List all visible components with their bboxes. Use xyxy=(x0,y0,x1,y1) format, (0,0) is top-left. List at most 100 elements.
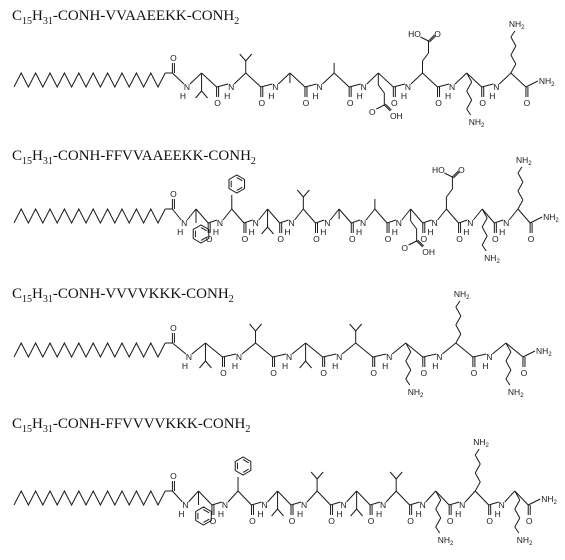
side-chain-bond xyxy=(261,226,268,235)
aromatic-bond xyxy=(242,459,249,464)
nitrogen-label: N xyxy=(272,82,278,92)
phenyl-ring xyxy=(192,224,210,244)
side-chain-bond xyxy=(410,220,418,230)
formula-sub: 31 xyxy=(42,16,53,27)
aromatic-bond xyxy=(242,468,249,473)
side-chain-bond xyxy=(481,208,488,219)
side-chain-bond xyxy=(271,508,278,517)
amide-bond xyxy=(279,219,289,224)
oxygen-label: O xyxy=(249,516,256,526)
oxygen-label: O xyxy=(214,98,221,108)
amide-bond xyxy=(172,490,183,503)
oxygen-label: O xyxy=(447,516,454,526)
nitrogen-label: N xyxy=(459,500,465,510)
hydroxyl-label: HO xyxy=(432,165,445,175)
side-chain-bond xyxy=(505,342,512,353)
nitrogen-label: N xyxy=(386,352,392,362)
hydrogen-label: H xyxy=(312,91,318,101)
amide-bond xyxy=(290,501,302,506)
hydrogen-label: H xyxy=(249,227,255,237)
side-chain-bond xyxy=(466,90,473,101)
bond xyxy=(255,342,273,358)
hydrogen-label: H xyxy=(428,227,434,237)
side-chain-bond xyxy=(316,471,324,480)
amide-bond xyxy=(172,208,182,221)
hydrogen-label: H xyxy=(224,91,230,101)
hydrogen-label: H xyxy=(392,227,398,237)
side-chain-bond xyxy=(422,52,429,62)
oxygen-label: O xyxy=(369,107,376,117)
hydrogen-label: H xyxy=(178,509,184,519)
hydrogen-label: H xyxy=(376,509,382,519)
bond xyxy=(205,342,223,358)
bond xyxy=(366,72,379,85)
amide-bond xyxy=(172,72,185,85)
bond xyxy=(466,72,483,88)
molecule-title: C15H31-CONH-VVAAEEKK-CONH2 xyxy=(12,8,239,27)
side-chain-bond xyxy=(455,324,462,335)
oxygen-label: O xyxy=(368,516,375,526)
nitrogen-label: N xyxy=(380,500,386,510)
bond xyxy=(374,208,388,224)
amine-label: NH2 xyxy=(543,212,559,224)
hydrogen-label: H xyxy=(257,509,263,519)
bond xyxy=(422,72,438,88)
bond xyxy=(233,72,247,85)
molecule-title: C15H31-CONH-VVVVKKK-CONH2 xyxy=(12,286,234,305)
bond xyxy=(241,342,256,355)
amide-bond xyxy=(472,353,487,358)
oxygen-label: O xyxy=(277,234,284,244)
formula-sub: 31 xyxy=(42,156,53,167)
side-chain-bond xyxy=(355,323,363,332)
side-chain-bond xyxy=(466,108,472,116)
lipid-tail xyxy=(13,341,166,359)
hydroxyl-label: OH xyxy=(390,111,403,121)
amide-bond xyxy=(349,83,361,88)
hydrogen-label: H xyxy=(232,361,238,371)
carboxyl-bond xyxy=(408,240,417,246)
amide-bond xyxy=(386,219,396,224)
oxygen-label: O xyxy=(528,234,535,244)
nitrogen-label: N xyxy=(432,218,438,228)
lipid-tail xyxy=(13,207,166,225)
oxygen-label: O xyxy=(524,98,531,108)
side-chain-bond xyxy=(474,448,480,456)
bond xyxy=(405,342,424,358)
hydroxyl-label: HO xyxy=(408,29,421,39)
oxygen-label: O xyxy=(313,234,320,244)
formula-sub: 2 xyxy=(234,16,240,27)
hydrogen-label: H xyxy=(495,509,501,519)
oxygen-label: O xyxy=(289,516,296,526)
side-chain-bond xyxy=(514,499,521,510)
bond xyxy=(278,72,291,85)
nitrogen-label: N xyxy=(236,352,242,362)
side-chain-bond xyxy=(455,300,461,308)
amide-bond xyxy=(172,342,187,355)
formula-c: C xyxy=(12,286,23,302)
carboxyl-bond xyxy=(383,104,391,112)
amine-label: NH2 xyxy=(517,535,533,547)
bond xyxy=(395,490,410,506)
aromatic-bond xyxy=(203,509,210,514)
oxygen-label: O xyxy=(370,368,377,378)
bond xyxy=(446,208,459,224)
formula-sub: 2 xyxy=(250,156,256,167)
bond xyxy=(302,208,316,224)
side-chain-bond xyxy=(205,360,212,369)
amide-bond xyxy=(243,219,253,224)
bond xyxy=(510,72,527,88)
bond xyxy=(437,208,447,221)
bond xyxy=(267,490,278,503)
bond xyxy=(455,342,474,358)
bond xyxy=(237,490,252,506)
oxygen-label: O xyxy=(435,98,442,108)
bond xyxy=(517,208,531,224)
oxygen-label: O xyxy=(492,234,499,244)
oxygen-label: O xyxy=(170,323,177,333)
side-chain-bond xyxy=(305,360,312,369)
hydrogen-label: H xyxy=(337,509,343,519)
amine-label: NH2 xyxy=(541,494,557,506)
